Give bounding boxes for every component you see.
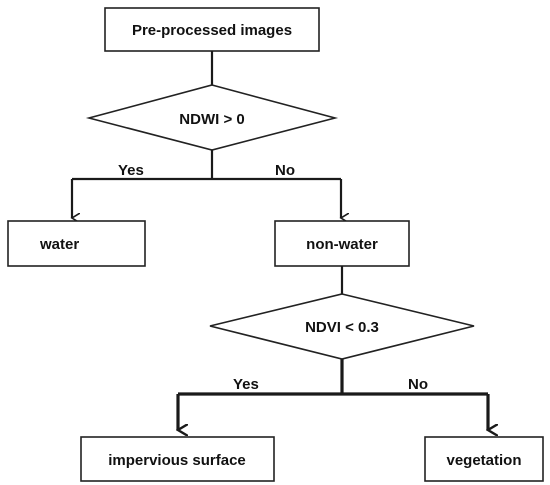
start-node: Pre-processed images [104,7,320,52]
ndvi-yes-label: Yes [233,376,259,393]
ndvi-decision-label: NDVI < 0.3 [305,319,379,336]
ndwi-no-label: No [275,162,295,179]
ndwi-decision-node: NDWI > 0 [85,84,339,151]
impervious-surface-node-label: impervious surface [108,452,246,469]
ndvi-decision-node: NDVI < 0.3 [209,293,475,360]
ndwi-decision-label: NDWI > 0 [179,111,244,128]
non-water-node-label: non-water [306,236,378,253]
vegetation-node-label: vegetation [446,452,521,469]
vegetation-node: vegetation [424,436,544,482]
water-node: water [7,220,146,267]
start-node-label: Pre-processed images [132,22,292,39]
ndvi-branch-connector [178,359,488,430]
ndwi-branch-connector [72,150,341,218]
impervious-surface-node: impervious surface [80,436,275,482]
ndwi-yes-label: Yes [118,162,144,179]
ndvi-no-label: No [408,376,428,393]
non-water-node: non-water [274,220,410,267]
water-node-label: water [39,236,79,253]
